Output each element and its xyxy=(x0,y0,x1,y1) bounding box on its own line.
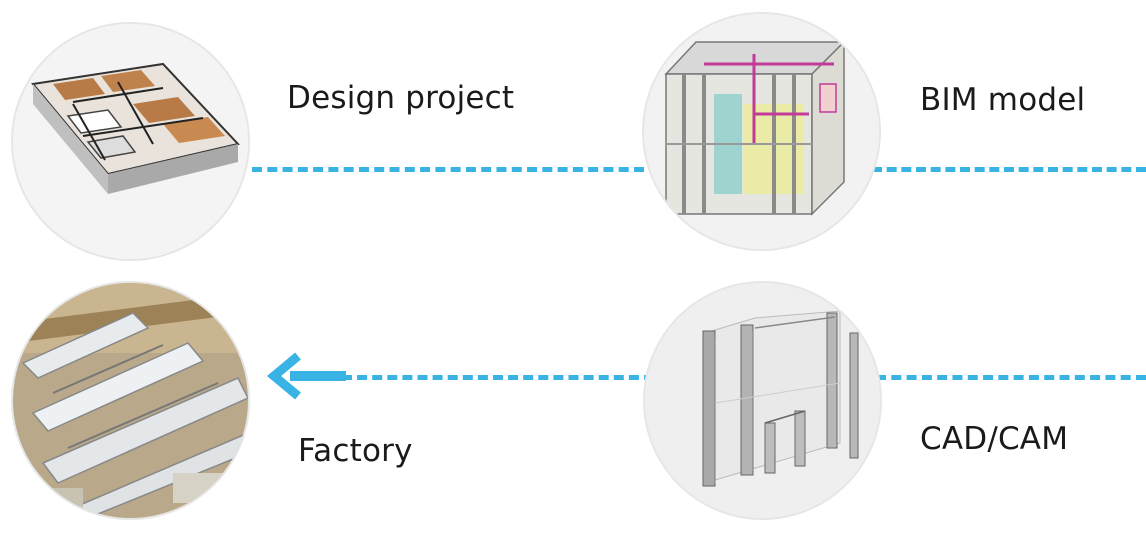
design-project-label: Design project xyxy=(287,80,515,116)
design-project-image xyxy=(13,24,248,259)
connector-design-to-bim xyxy=(252,167,644,172)
cad-cam-label: CAD/CAM xyxy=(920,421,1069,457)
cad-cam-image xyxy=(645,283,880,518)
factory-image xyxy=(13,283,248,518)
factory-label: Factory xyxy=(298,433,413,469)
connector-cadcam-to-factory xyxy=(342,375,654,380)
arrow-left-icon xyxy=(266,352,346,400)
bim-model-label: BIM model xyxy=(920,82,1086,118)
connector-bim-to-edge xyxy=(872,167,1146,172)
connector-edge-to-cadcam xyxy=(876,375,1146,380)
bim-model-image xyxy=(644,14,879,249)
